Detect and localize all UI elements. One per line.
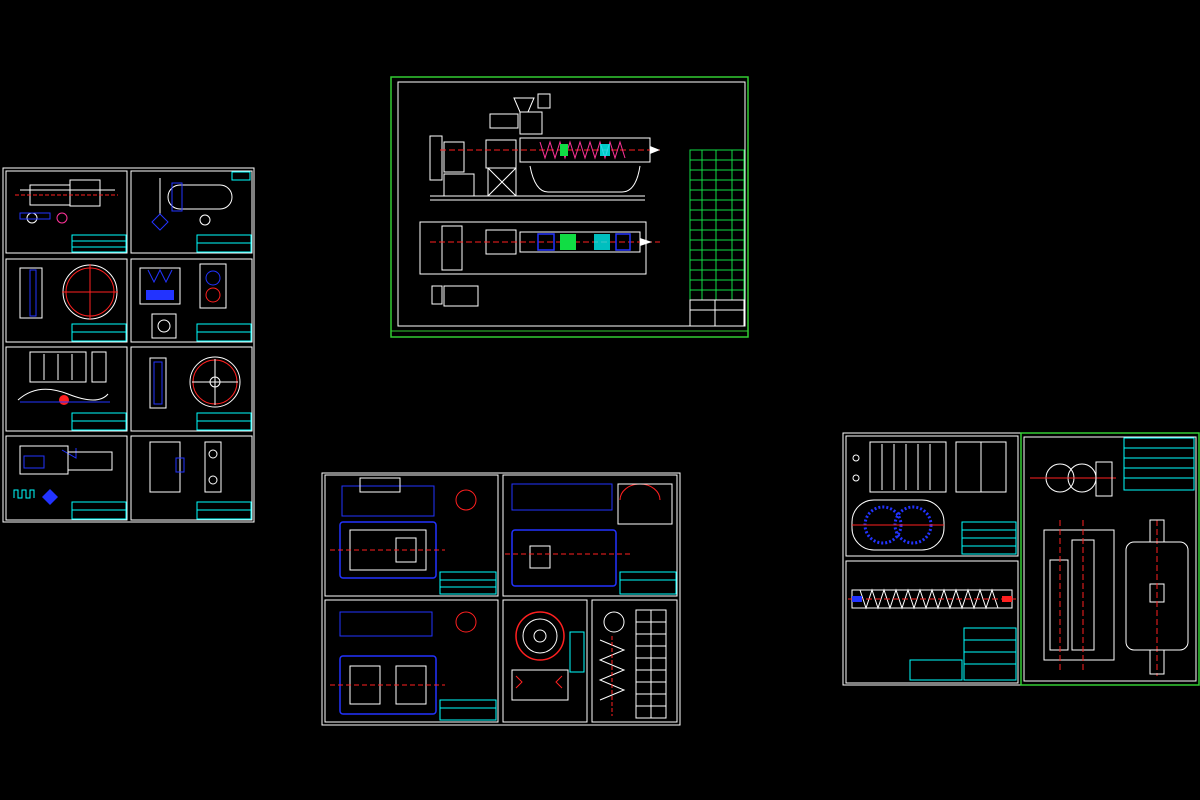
drawing-sheet[interactable] — [130, 258, 253, 343]
title-block — [689, 299, 745, 327]
drawing-sheet[interactable] — [1020, 432, 1200, 686]
sheet-group-left — [2, 167, 255, 523]
drawing-sheet[interactable] — [5, 435, 128, 521]
sheet-group-right — [842, 432, 1200, 686]
drawing-sheet[interactable] — [130, 346, 253, 432]
sheet-group-bottom — [321, 472, 681, 726]
drawing-sheet[interactable] — [324, 474, 499, 597]
assembly-drawing-sheet[interactable] — [390, 76, 749, 338]
extruder-front-view — [429, 93, 660, 201]
drawing-sheet[interactable] — [130, 435, 253, 521]
drawing-sheet[interactable] — [5, 170, 128, 254]
drawing-sheet[interactable] — [845, 560, 1019, 684]
drawing-sheet[interactable] — [324, 599, 499, 723]
extruder-top-view — [419, 221, 660, 307]
drawing-sheet[interactable] — [845, 435, 1019, 557]
drawing-sheet[interactable] — [502, 599, 588, 723]
drawing-sheet[interactable] — [502, 474, 678, 597]
drawing-sheet[interactable] — [5, 258, 128, 343]
drawing-sheet[interactable] — [130, 170, 253, 254]
drawing-sheet[interactable] — [591, 599, 678, 723]
parts-list-table — [689, 149, 745, 301]
drawing-sheet[interactable] — [5, 346, 128, 432]
